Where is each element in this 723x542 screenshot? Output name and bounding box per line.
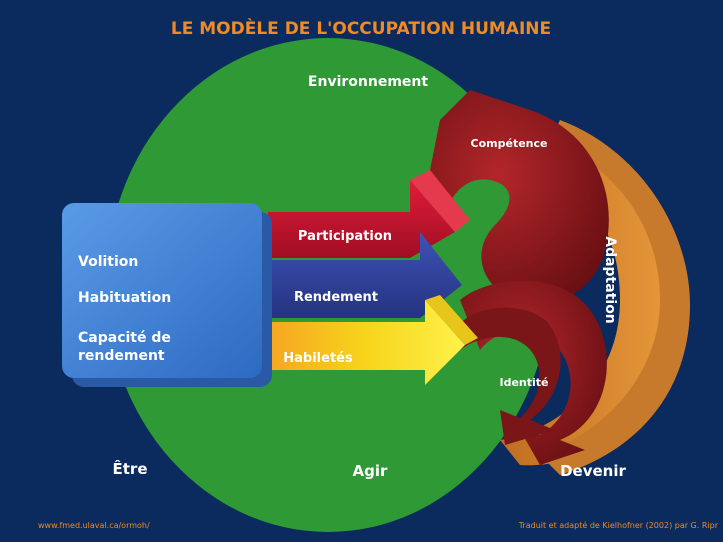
participation-arrow-tip: [410, 170, 470, 232]
identite-swirl-inner: [455, 307, 561, 445]
etre-label: Être: [113, 459, 148, 478]
capacite-label-line2: rendement: [78, 348, 165, 364]
adaptation-edge: [540, 120, 690, 475]
habiletes-label: Habiletés: [283, 351, 353, 366]
footer-left-url: www.fmed.ulaval.ca/ormoh/: [38, 521, 150, 530]
agir-label: Agir: [353, 462, 388, 480]
footer-right-credit: Traduit et adapté de Kielhofner (2002) p…: [518, 520, 719, 530]
adaptation-label: Adaptation: [602, 236, 618, 324]
environment-label: Environnement: [308, 74, 428, 90]
competence-label: Compétence: [471, 137, 548, 150]
diagram-title: LE MODÈLE DE L'OCCUPATION HUMAINE: [171, 17, 551, 39]
capacite-label-line1: Capacité de: [78, 330, 171, 346]
participation-arrow: [268, 180, 455, 258]
habiletes-arrow-tip: [425, 295, 478, 345]
participation-label: Participation: [298, 229, 392, 244]
competence-swirl: [425, 90, 609, 303]
rendement-arrow: [268, 232, 462, 318]
habiletes-arrow: [268, 300, 465, 385]
adaptation-band: [470, 110, 672, 466]
devenir-label: Devenir: [560, 462, 626, 480]
rendement-label: Rendement: [294, 290, 378, 305]
volition-label: Volition: [78, 254, 138, 270]
identite-label: Identité: [499, 376, 548, 389]
person-box: [62, 203, 262, 378]
habituation-label: Habituation: [78, 290, 171, 306]
